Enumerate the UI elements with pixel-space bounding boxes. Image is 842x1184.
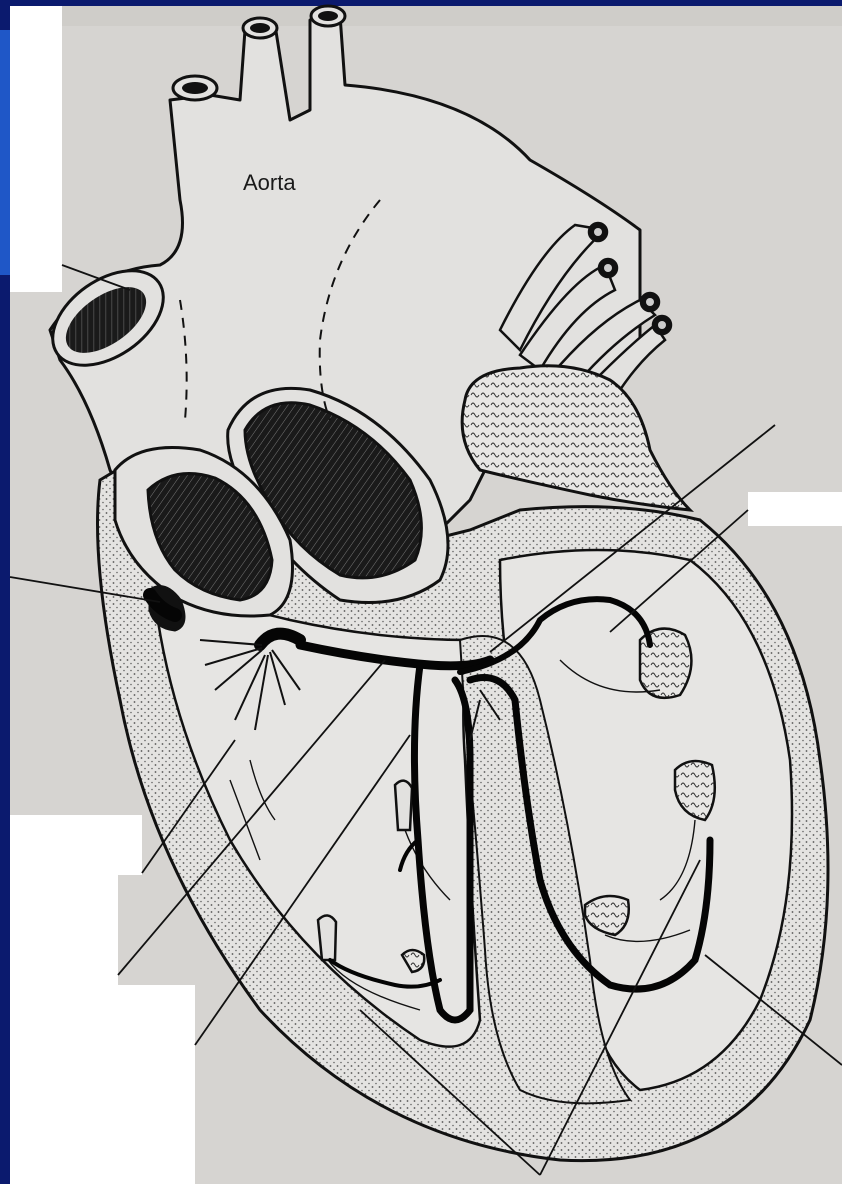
white-panel-bottom-left-2 bbox=[10, 875, 118, 985]
aortic-branch-opening-1-lumen bbox=[182, 82, 208, 94]
aortic-branch-opening-2-lumen bbox=[250, 23, 270, 33]
aortic-branch-opening-3-lumen bbox=[318, 11, 338, 21]
white-panel-bottom-left-3 bbox=[10, 985, 195, 1184]
white-panel-bottom-left-1 bbox=[10, 815, 142, 875]
aorta-label: Aorta bbox=[243, 170, 296, 195]
paper-top-strip bbox=[62, 6, 842, 26]
white-panel-top-left bbox=[10, 6, 62, 292]
white-panel-right bbox=[748, 492, 842, 526]
